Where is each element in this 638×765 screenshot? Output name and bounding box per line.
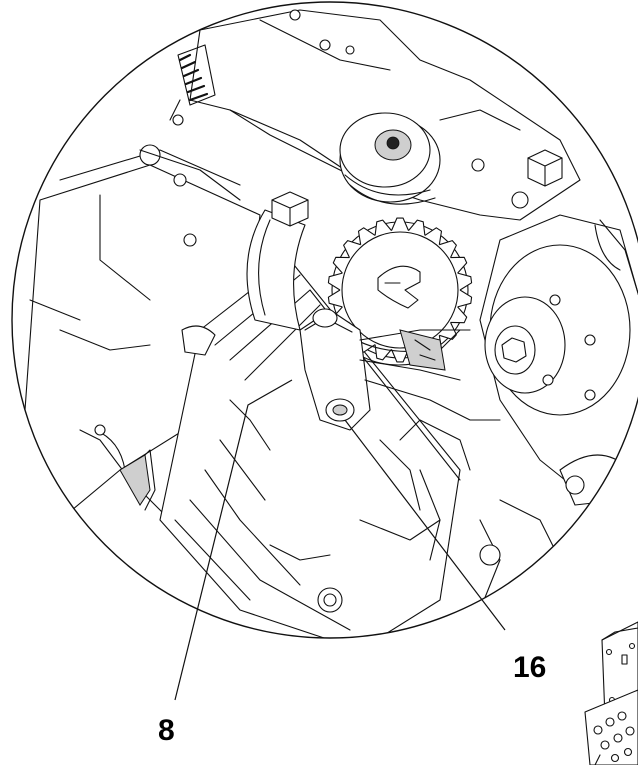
- gear-tooth: [457, 289, 473, 308]
- upper-bracket: [169, 9, 581, 221]
- gear-tooth: [357, 227, 376, 245]
- gear-tooth: [450, 306, 468, 324]
- detail-circle-outline: [11, 1, 638, 639]
- gear-tooth: [332, 256, 350, 274]
- lever-link: [299, 308, 501, 431]
- coil-spring: [169, 44, 216, 126]
- leader-line-16: [344, 419, 506, 631]
- gear-tooth: [343, 240, 361, 258]
- gear-tooth: [439, 240, 457, 258]
- pulley: [339, 112, 441, 205]
- leader-line-8: [174, 379, 293, 701]
- gear-tooth: [374, 219, 392, 236]
- main-assembly-fragment: [584, 621, 638, 765]
- callout-16: 16: [513, 651, 546, 684]
- gear-tooth: [424, 227, 443, 245]
- gear-tooth: [327, 272, 343, 291]
- misc-details: [29, 144, 441, 561]
- motor-body: [159, 259, 471, 638]
- gear-tooth: [450, 256, 468, 274]
- gear-tooth: [457, 272, 473, 291]
- gear-tooth: [390, 217, 410, 231]
- leader-lines: [174, 379, 506, 701]
- gear-tooth: [327, 289, 343, 308]
- gear-tooth: [390, 349, 410, 363]
- gear-tooth: [408, 219, 426, 236]
- hex-bolt-top-right: [527, 149, 563, 187]
- callout-8: 8: [158, 714, 175, 747]
- gear-tooth: [439, 322, 457, 340]
